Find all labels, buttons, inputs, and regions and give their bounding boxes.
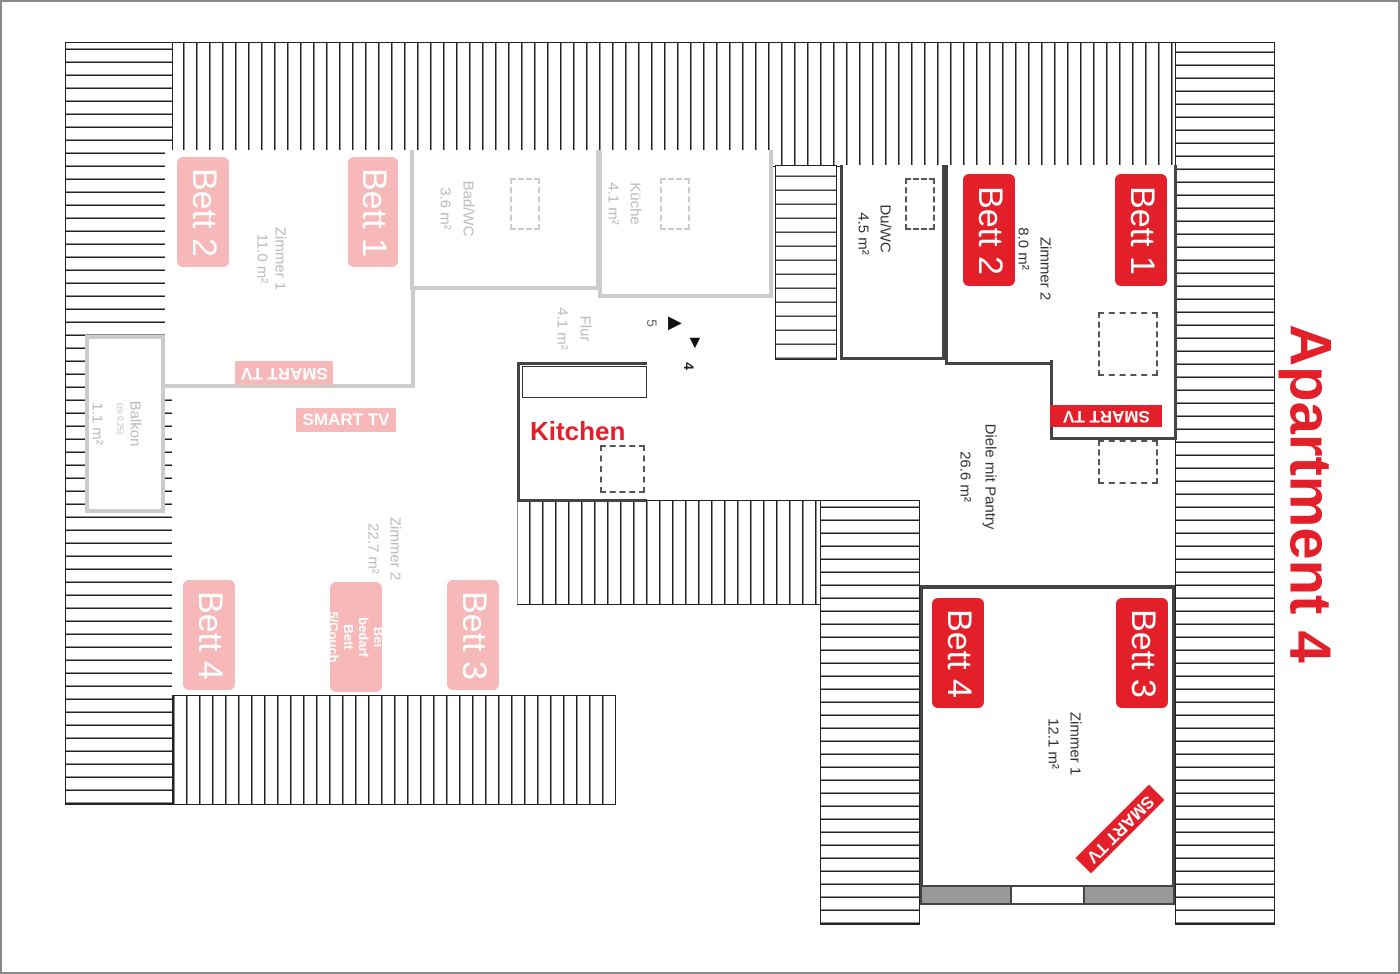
room-name: Zimmer 1 xyxy=(271,226,289,291)
room-area: 4.5 m² xyxy=(854,212,872,255)
room-area: 26.6 m² xyxy=(956,451,974,502)
room-name: Diele mit Pantry xyxy=(981,423,999,530)
roof-bottom-left xyxy=(172,695,616,805)
stair-mark: 5 xyxy=(643,319,660,327)
room-area: 11.0 m² xyxy=(253,233,271,284)
room-name: Küche xyxy=(626,182,644,225)
arrow-icon: ▶ xyxy=(668,312,682,332)
room-name: Du/WC xyxy=(876,204,894,253)
bed-label: Bett 4 xyxy=(190,590,229,680)
apartment-title: Apartment 4 xyxy=(1277,324,1343,663)
room-area: 3.6 m² xyxy=(436,187,454,230)
room-area: 4.1 m² xyxy=(553,307,571,350)
room-area: 1.1 m² xyxy=(88,402,106,445)
roof-middle-column xyxy=(820,500,920,925)
smart-tv-label: SMART TV xyxy=(1062,407,1150,426)
skylight xyxy=(1098,440,1158,484)
roof-top xyxy=(65,42,1275,167)
bed-label: Bett 1 xyxy=(1122,185,1161,275)
bed-label: Bett 2 xyxy=(970,185,1009,275)
stair-mark: 4 xyxy=(680,362,697,370)
arrow-icon: ▼ xyxy=(686,332,704,352)
bed-label: Bett 2 xyxy=(184,167,223,257)
kueche-left xyxy=(598,150,773,298)
extra-bed-label: Bei bedarf Bett 5/Couch xyxy=(326,611,386,663)
room-area: 4.1 m² xyxy=(604,182,622,225)
skylight xyxy=(510,178,540,230)
balkon xyxy=(85,335,165,513)
room-name: Zimmer 2 xyxy=(386,516,404,581)
smart-tv-label: SMART TV xyxy=(240,364,328,383)
bed-label: Bett 3 xyxy=(1123,608,1162,698)
skylight xyxy=(1098,312,1158,376)
window-pane xyxy=(1010,885,1085,905)
skylight xyxy=(660,178,690,230)
skylight xyxy=(600,445,645,493)
bed-label: Bett 3 xyxy=(454,590,493,680)
roof-right xyxy=(1175,42,1275,925)
room-name: Balkon xyxy=(126,400,144,447)
room-note: (zu 0,25) xyxy=(115,402,125,435)
staircase xyxy=(775,165,837,360)
bed-label: Bett 4 xyxy=(939,608,978,698)
room-area: 12.1 m² xyxy=(1044,718,1062,769)
bed-label: Bett 1 xyxy=(354,167,393,257)
kitchen-wall xyxy=(517,362,647,502)
kitchen-label: Kitchen xyxy=(530,416,626,446)
room-area: 8.0 m² xyxy=(1014,227,1032,270)
duwc xyxy=(840,165,945,360)
room-name: Flur xyxy=(576,315,594,342)
smart-tv-label: SMART TV xyxy=(302,410,390,429)
room-name: Zimmer 2 xyxy=(1036,236,1054,301)
room-name: Zimmer 1 xyxy=(1066,711,1084,776)
room-name: Bad/WC xyxy=(459,180,477,237)
kitchen-counter xyxy=(522,366,647,398)
skylight xyxy=(905,178,935,230)
